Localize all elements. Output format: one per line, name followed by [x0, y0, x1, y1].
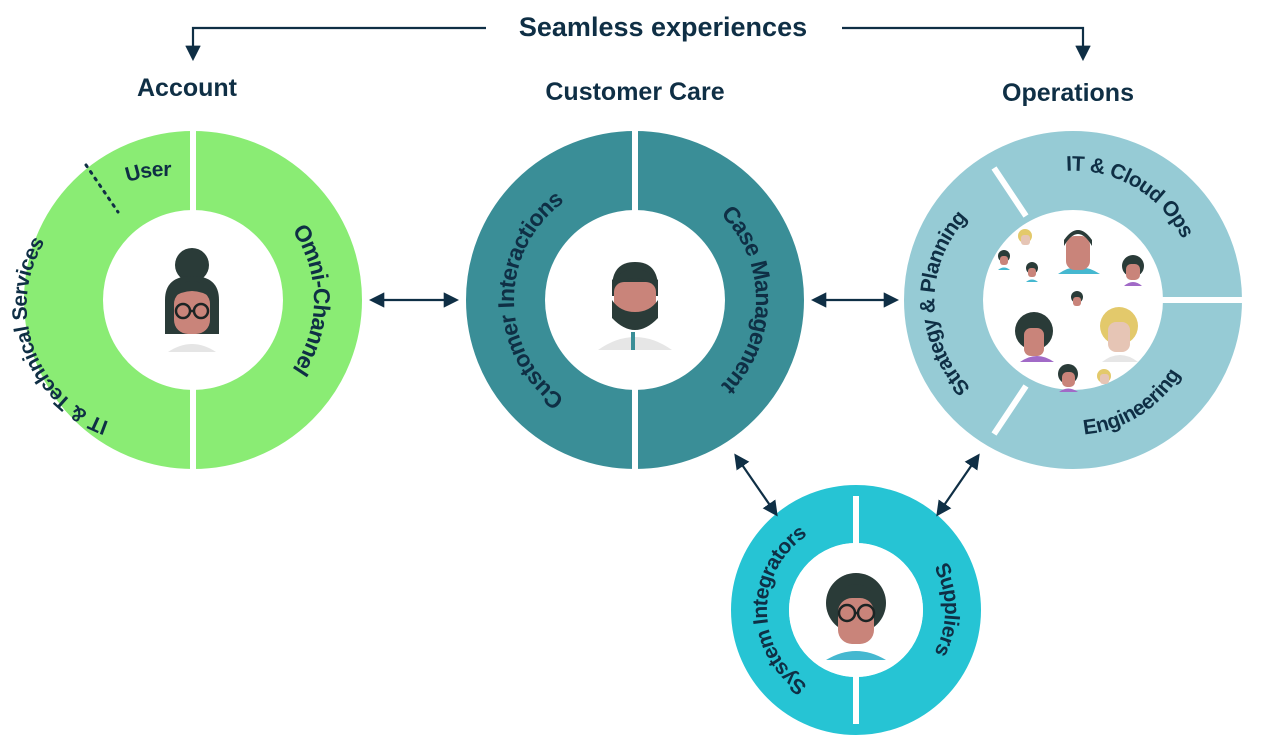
account-avatar-icon — [165, 248, 219, 352]
team-avatars-icon — [998, 229, 1144, 392]
page-title: Seamless experiences — [519, 12, 807, 42]
partners-ring: System Integrators Suppliers — [731, 485, 981, 735]
account-heading: Account — [137, 74, 238, 102]
operations-partners-arrow — [936, 453, 980, 517]
partners-avatar-icon — [826, 573, 886, 660]
customer-care-heading: Customer Care — [545, 78, 724, 106]
title-connector-left — [185, 26, 486, 62]
customer-care-partners-arrow — [734, 453, 778, 517]
operations-ring: IT & Cloud Ops Strategy & Planning Engin… — [904, 131, 1250, 469]
customer-care-avatar-icon — [598, 262, 672, 350]
account-ring: User Omni-Channel IT & Technical Service… — [8, 128, 362, 472]
title-connector-right — [842, 26, 1091, 62]
customer-care-ring: Customer Interactions Case Management — [466, 128, 804, 472]
operations-heading: Operations — [1002, 79, 1134, 107]
